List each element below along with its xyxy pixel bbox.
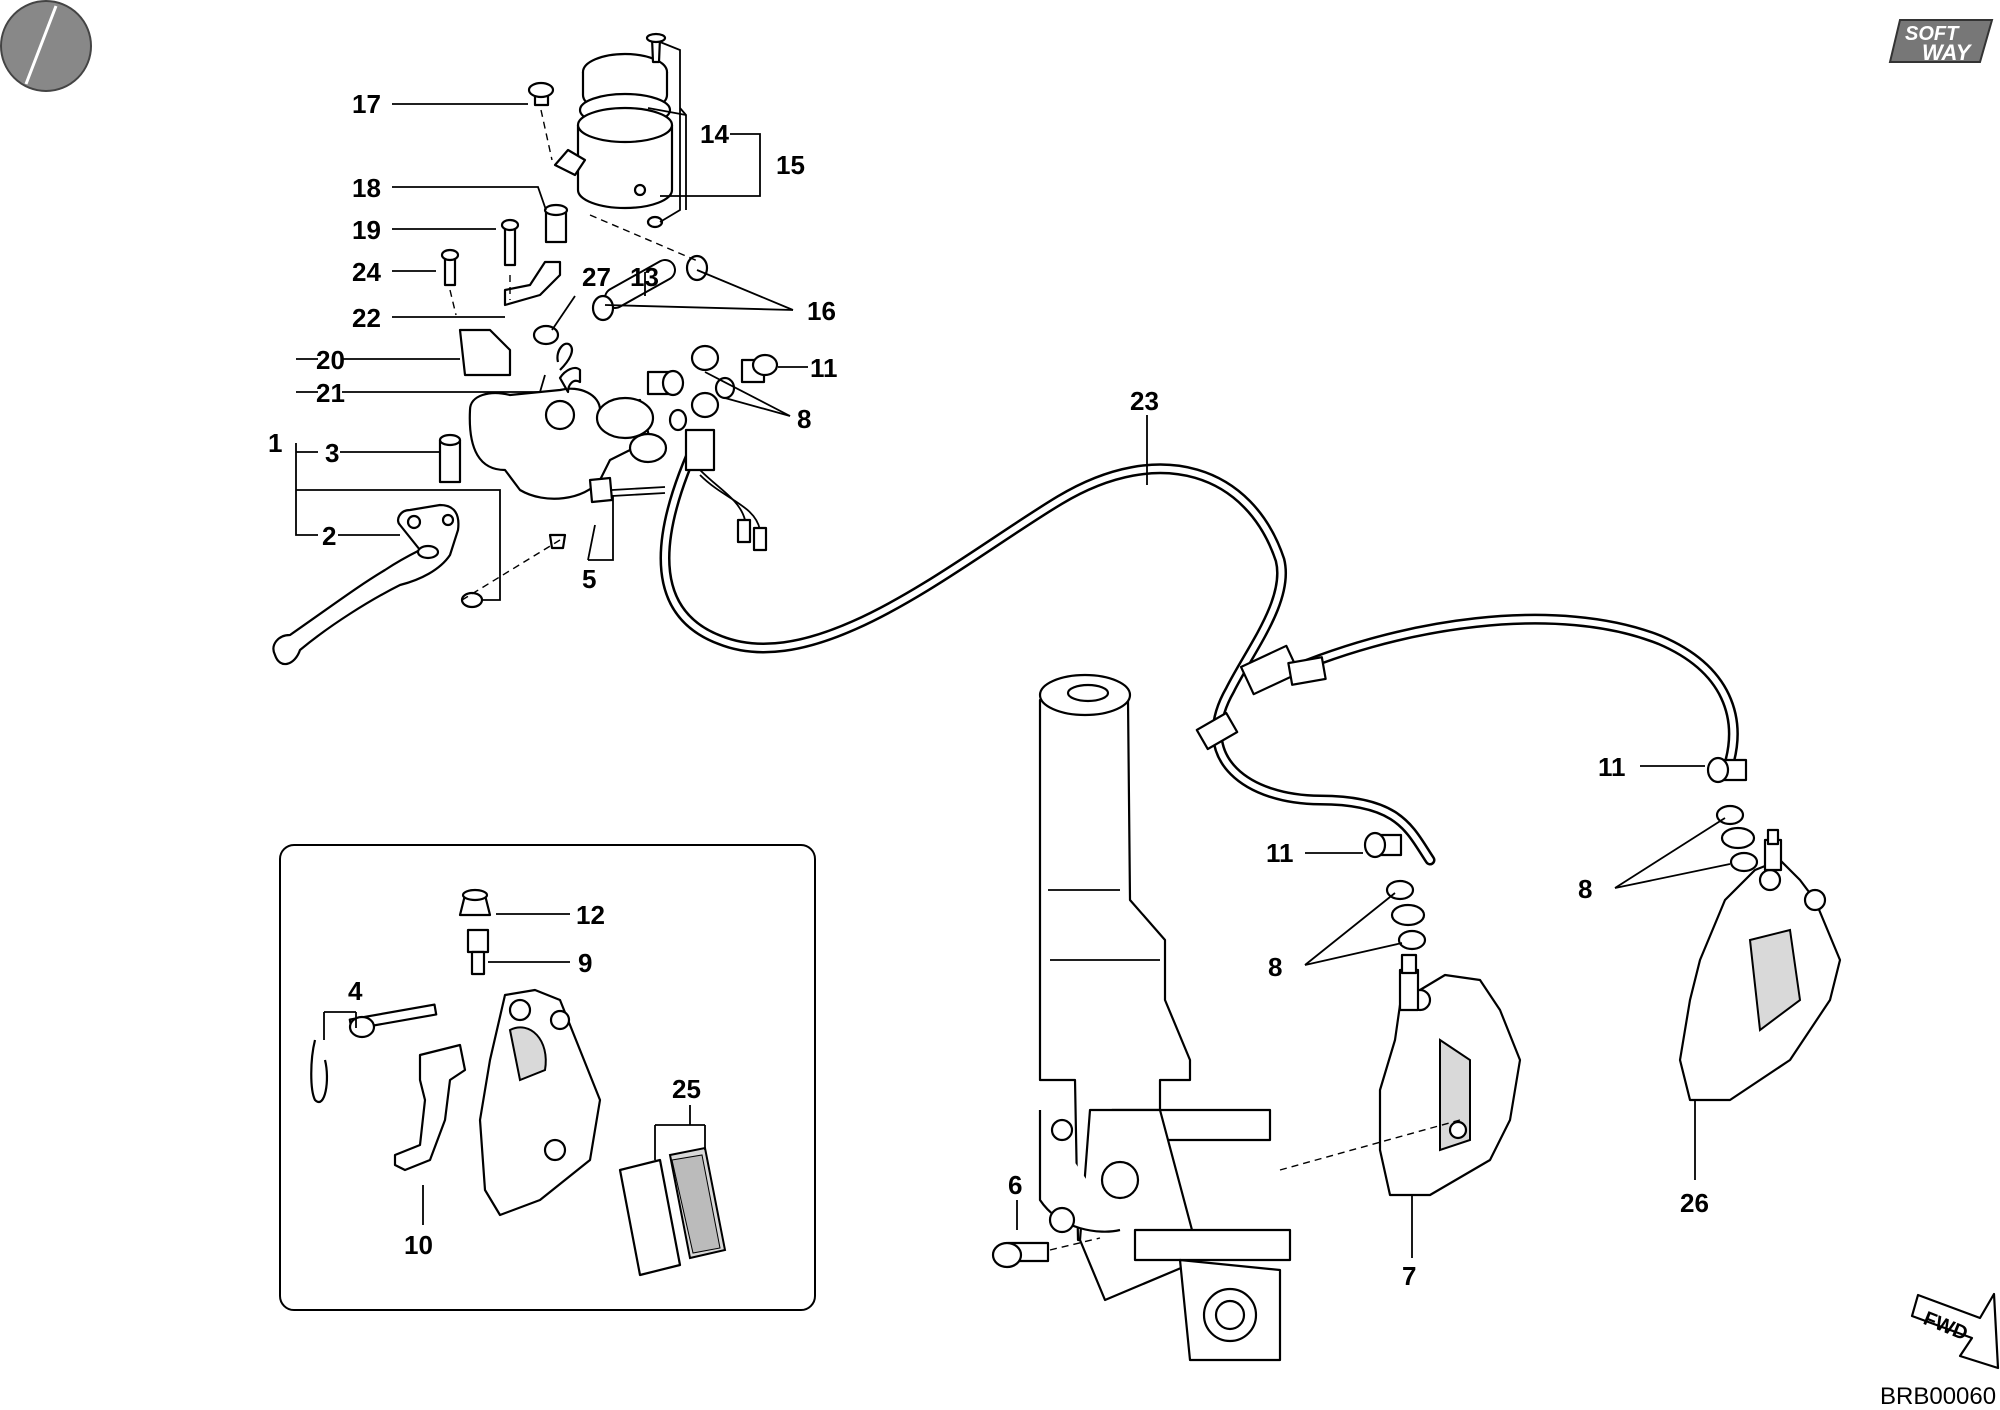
callout-12: 12 (576, 900, 605, 930)
callout-25: 25 (672, 1074, 701, 1104)
callout-21: 21 (316, 378, 345, 408)
callout-4: 4 (348, 976, 363, 1006)
callout-14: 14 (700, 119, 729, 149)
softway-logo: SOFT WAY (1888, 19, 1994, 65)
callout-15: 15 (776, 150, 805, 180)
callout-17: 17 (352, 89, 381, 119)
callout-labels: 1 2 3 4 5 6 7 8 8 8 9 10 11 11 11 12 13 … (268, 89, 1709, 1291)
callout-24: 24 (352, 257, 381, 287)
leader-lines (295, 41, 1731, 1258)
callout-7: 7 (1402, 1261, 1416, 1291)
callout-9: 9 (578, 948, 592, 978)
drawing-code: BRB00060 (1880, 1383, 1996, 1410)
callout-11: 11 (1598, 752, 1626, 782)
callout-8: 8 (1578, 874, 1592, 904)
right-brake-caliper (1678, 828, 1842, 1102)
callout-11: 11 (1266, 838, 1294, 868)
callout-22: 22 (352, 303, 381, 333)
callout-13: 13 (630, 262, 659, 292)
callout-20: 20 (316, 345, 345, 375)
brake-hose (659, 428, 1739, 866)
brake-lever (272, 503, 484, 666)
callout-8: 8 (797, 404, 811, 434)
callout-18: 18 (352, 173, 381, 203)
caliper-mounting-bolt (991, 1237, 1101, 1269)
brake-fluid-reservoir (576, 32, 674, 229)
callout-6: 6 (1008, 1170, 1022, 1200)
left-brake-caliper (1378, 953, 1522, 1197)
callout-19: 19 (352, 215, 381, 245)
callout-5: 5 (582, 564, 596, 594)
reservoir-hose-assembly (556, 254, 779, 432)
callout-2: 2 (322, 521, 336, 551)
callout-10: 10 (404, 1230, 433, 1260)
caliper-kit-inset-frame (279, 844, 816, 1311)
callout-23: 23 (1130, 386, 1159, 416)
svg-text:SOFT: SOFT (1905, 23, 1960, 45)
front-brake-master-cylinder (438, 32, 674, 550)
callout-8: 8 (1268, 952, 1282, 982)
callout-11: 11 (810, 353, 838, 383)
callout-3: 3 (325, 438, 339, 468)
front-fork-leg (1038, 673, 1292, 1362)
callout-1: 1 (268, 428, 282, 458)
callout-27: 27 (582, 262, 611, 292)
caliper-banjo-fittings (1363, 756, 1759, 951)
svg-text:WAY: WAY (1922, 40, 1973, 65)
callout-26: 26 (1680, 1188, 1709, 1218)
caliper-kit-parts (310, 888, 727, 1277)
callout-16: 16 (807, 296, 836, 326)
corner-disc-icon (0, 0, 92, 92)
fwd-arrow-icon: FWD (1910, 1292, 2000, 1370)
